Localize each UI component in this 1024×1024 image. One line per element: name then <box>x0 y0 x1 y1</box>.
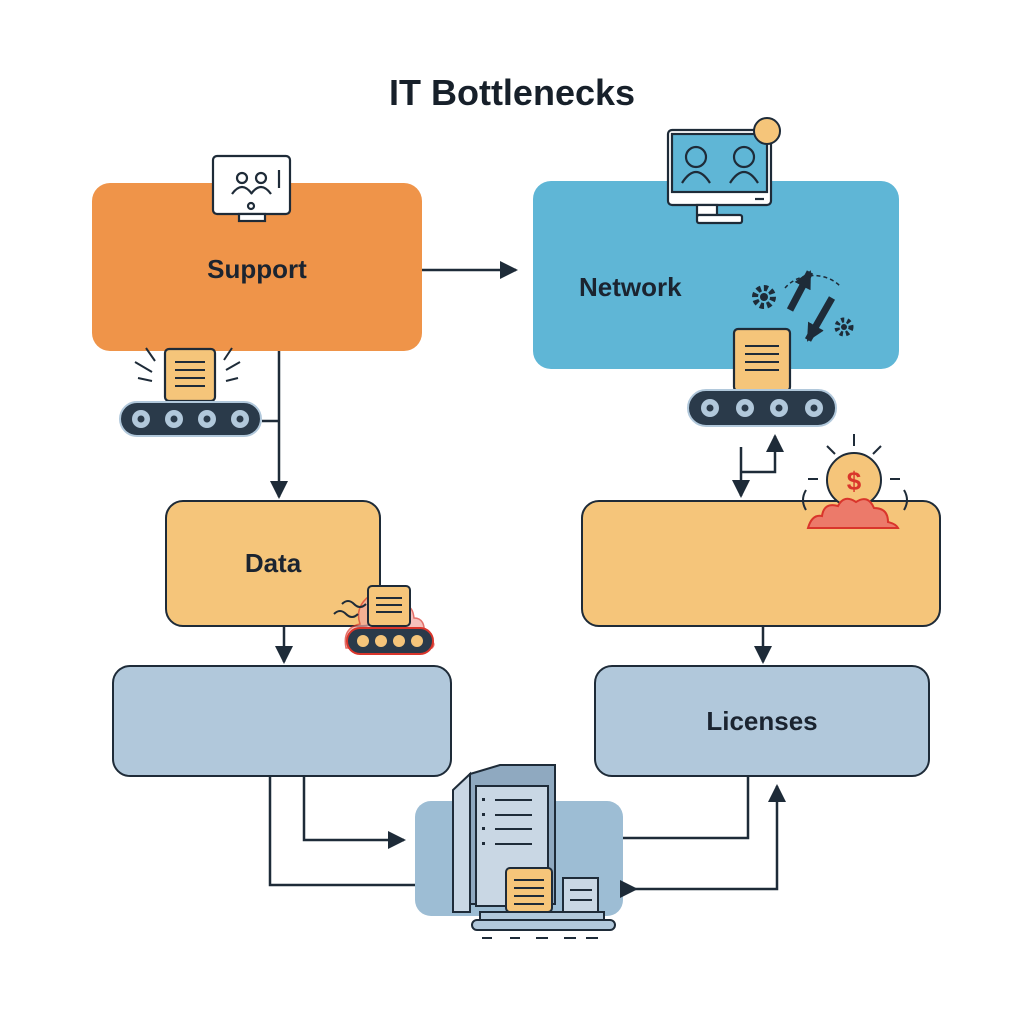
conveyor-document-icon <box>687 327 837 427</box>
svg-text:$: $ <box>847 466 862 496</box>
edge-blue-hub-2 <box>268 777 415 887</box>
money-fire-icon: $ <box>802 434 908 529</box>
network-label: Network <box>579 271 682 302</box>
monitor-users-alert-icon <box>211 154 292 223</box>
overheating-conveyor-icon <box>333 585 435 655</box>
gears-exchange-icon <box>752 270 854 342</box>
edge-blue-hub <box>302 777 406 849</box>
data-node: Data <box>165 500 381 627</box>
licenses-node: Licenses <box>594 665 930 777</box>
document-stack-icon <box>452 764 616 939</box>
edge-cost-network <box>741 434 784 474</box>
conveyor-document-icon <box>119 347 262 437</box>
support-label: Support <box>207 253 307 284</box>
edge-licenses-hub <box>623 777 750 840</box>
monitor-users-icon <box>666 128 773 225</box>
edge-hub-licenses <box>636 784 786 891</box>
licenses-label: Licenses <box>706 705 818 736</box>
notification-dot-icon <box>753 117 781 145</box>
unlabeled-node <box>112 665 452 777</box>
data-label: Data <box>244 548 302 578</box>
diagram-title: IT Bottlenecks <box>388 72 636 113</box>
